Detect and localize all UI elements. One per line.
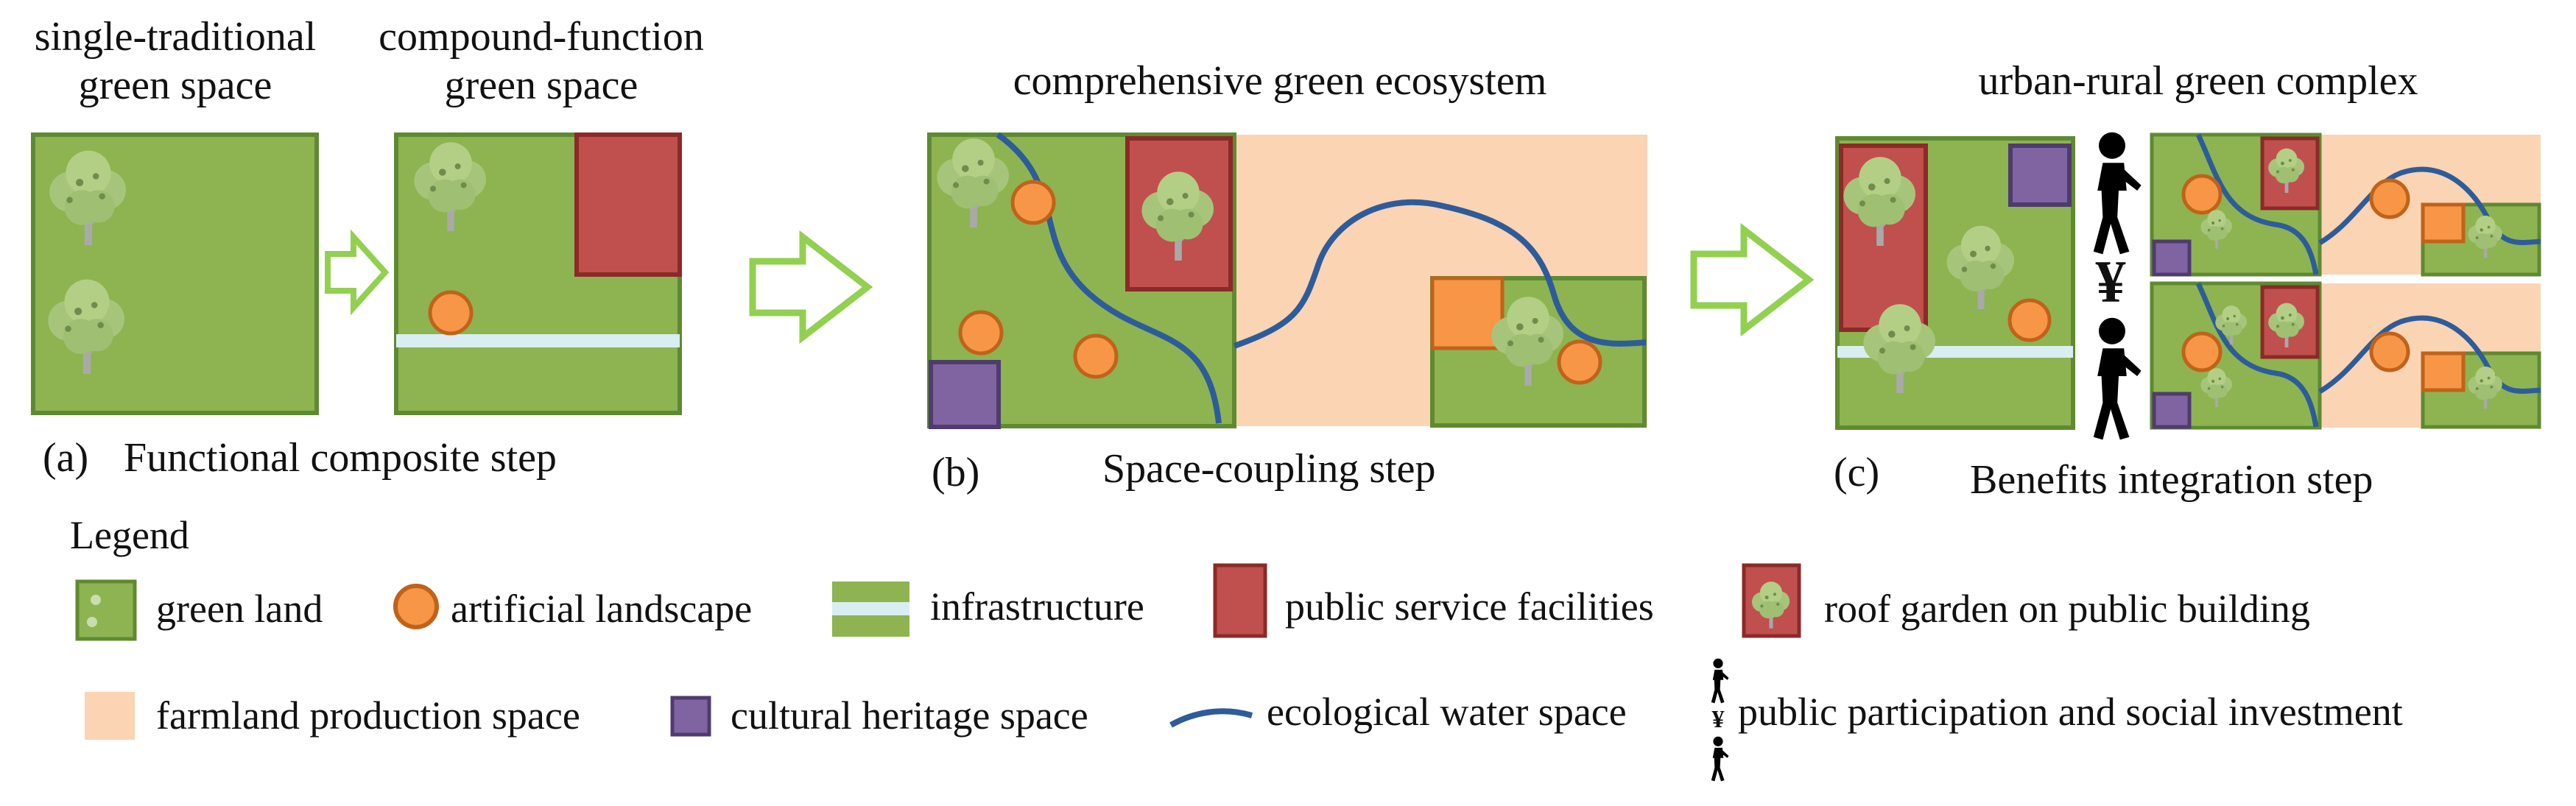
person-icon [2093,132,2142,255]
legend-farmland-label: farmland production space [156,693,580,738]
step-c-label: Benefits integration step [1970,457,2373,503]
title-urban-rural: urban-rural green complex [1978,58,2418,104]
arrow-icon [325,229,390,316]
panel-comprehensive [927,132,1647,429]
legend-green-land-label: green land [156,587,323,631]
title-single-traditional-2: green space [79,63,272,108]
title-comprehensive: comprehensive green ecosystem [1013,58,1547,104]
legend-participation: ¥ public participation and social invest… [1711,658,2403,782]
legend-roof-garden-label: roof garden on public building [1824,587,2310,631]
legend-cultural-heritage: cultural heritage space [670,693,1088,738]
legend-infrastructure: infrastructure [832,581,1144,637]
legend-farmland: farmland production space [85,692,580,740]
arrow-icon [1690,222,1815,337]
legend-public-service: public service facilities [1213,563,1654,638]
legend-infrastructure-label: infrastructure [930,584,1144,629]
person-icon [1711,658,1729,704]
legend-water-label: ecological water space [1267,690,1627,734]
yen-symbol: ¥ [2096,248,2126,315]
step-a-label: Functional composite step [124,435,557,481]
panel-compound-function [394,132,682,415]
legend: Legend green land artificial landscape i… [70,513,2403,782]
legend-participation-label: public participation and social investme… [1738,690,2403,734]
legend-roof-garden: roof garden on public building [1742,563,2310,638]
panel-urban-rural: ¥ [1835,132,2541,440]
title-single-traditional: single-traditional [35,14,317,60]
legend-water: ecological water space [1169,690,1627,734]
step-c-letter: (c) [1834,450,1879,495]
legend-title: Legend [70,513,189,557]
legend-green-land: green land [75,579,323,641]
legend-artificial-landscape: artificial landscape [393,584,752,631]
step-a-letter: (a) [43,435,88,481]
legend-public-service-label: public service facilities [1285,584,1654,629]
person-icon [2093,317,2142,440]
step-b-label: Space-coupling step [1102,446,1436,492]
person-icon [1711,736,1729,782]
panel-single-traditional [31,132,319,415]
legend-artificial-landscape-label: artificial landscape [451,587,752,631]
legend-cultural-heritage-label: cultural heritage space [731,693,1088,738]
step-b-letter: (b) [932,450,979,495]
arrow-icon [749,230,873,344]
title-compound-function-2: green space [445,63,638,108]
legend-yen-symbol: ¥ [1712,706,1725,733]
title-compound-function: compound-function [379,14,704,60]
